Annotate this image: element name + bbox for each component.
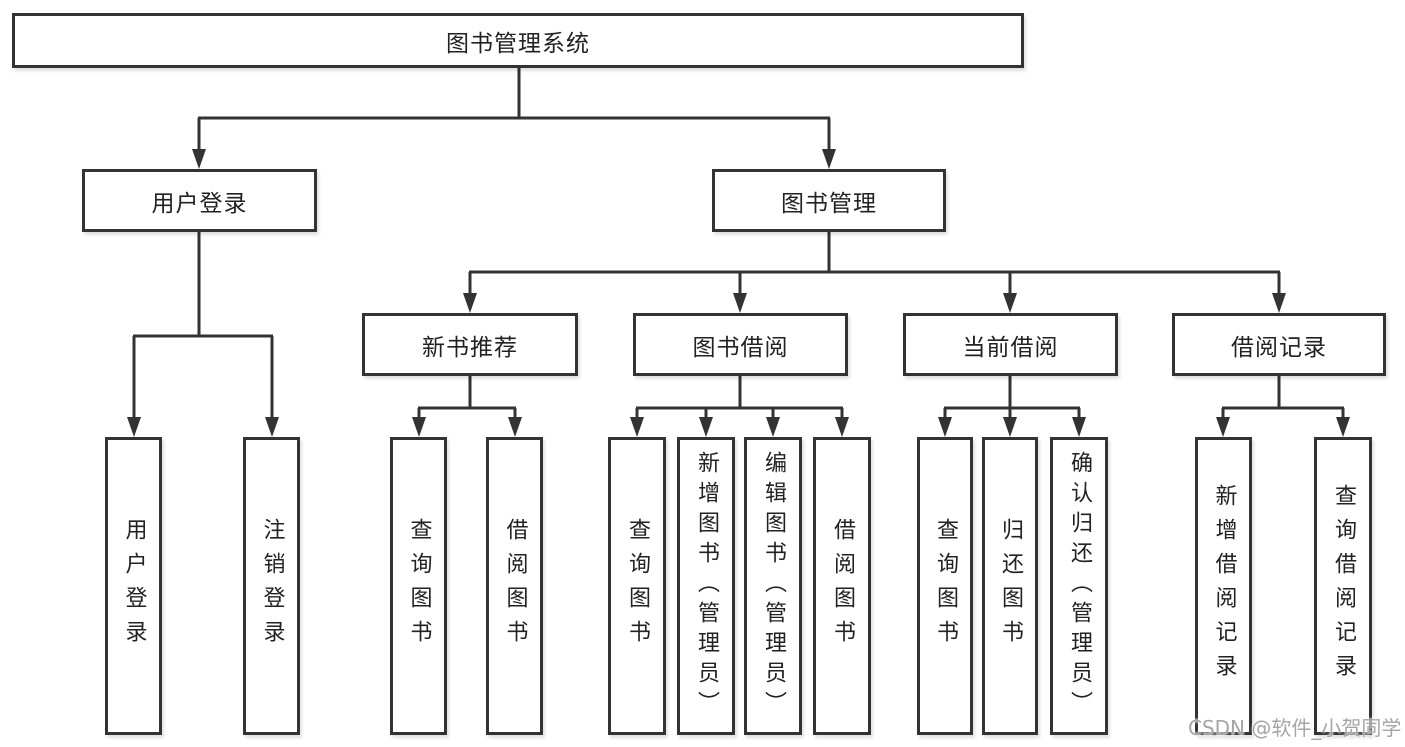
leaf-confirm-return-admin-label: 确认归还（管理员） [1067, 451, 1092, 721]
node-book-management: 图书管理 [712, 169, 946, 232]
leaf-newbook-query-book-label: 查询图书 [406, 518, 432, 654]
leaf-add-borrow-record-label: 新增借阅记录 [1211, 484, 1237, 688]
csdn-watermark: CSDN @软件_小贺同学 [1188, 716, 1402, 740]
leaf-add-book-admin-label: 新增图书（管理员） [694, 451, 719, 721]
leaf-logout: 注销登录 [243, 437, 300, 735]
leaf-edit-book-admin-label: 编辑图书（管理员） [761, 451, 786, 721]
node-current-borrow: 当前借阅 [903, 313, 1118, 376]
leaf-current-query-book: 查询图书 [917, 437, 973, 735]
node-new-book-recommend-label: 新书推荐 [422, 334, 518, 361]
leaf-newbook-borrow-book-label: 借阅图书 [502, 518, 528, 654]
leaf-borrow-borrow-book: 借阅图书 [813, 437, 871, 735]
node-new-book-recommend: 新书推荐 [362, 313, 578, 376]
node-current-borrow-label: 当前借阅 [962, 334, 1059, 361]
node-root: 图书管理系统 [12, 13, 1024, 68]
leaf-query-borrow-record-label: 查询借阅记录 [1331, 484, 1356, 688]
node-book-management-label: 图书管理 [781, 190, 877, 217]
node-root-label: 图书管理系统 [446, 30, 590, 57]
leaf-current-query-book-label: 查询图书 [933, 518, 958, 654]
leaf-newbook-query-book: 查询图书 [390, 437, 447, 735]
node-book-borrow: 图书借阅 [633, 313, 848, 376]
node-borrow-record-label: 借阅记录 [1231, 334, 1327, 361]
leaf-borrow-borrow-book-label: 借阅图书 [830, 518, 855, 654]
leaf-add-borrow-record: 新增借阅记录 [1195, 437, 1252, 735]
leaf-logout-label: 注销登录 [259, 518, 285, 654]
leaf-user-login-label: 用户登录 [121, 518, 147, 654]
arrowheads [127, 149, 1350, 437]
leaf-newbook-borrow-book: 借阅图书 [486, 437, 543, 735]
leaf-return-book: 归还图书 [982, 437, 1038, 735]
node-book-borrow-label: 图书借阅 [692, 334, 789, 361]
leaf-borrow-query-book: 查询图书 [608, 437, 666, 735]
leaf-add-book-admin: 新增图书（管理员） [677, 437, 735, 735]
node-user-login-label: 用户登录 [151, 190, 248, 217]
leaf-borrow-query-book-label: 查询图书 [625, 518, 650, 654]
node-borrow-record: 借阅记录 [1172, 313, 1386, 376]
leaf-query-borrow-record: 查询借阅记录 [1314, 437, 1372, 735]
leaf-confirm-return-admin: 确认归还（管理员） [1050, 437, 1108, 735]
node-user-login: 用户登录 [82, 169, 317, 232]
leaf-user-login: 用户登录 [105, 437, 162, 735]
leaf-edit-book-admin: 编辑图书（管理员） [744, 437, 802, 735]
leaf-return-book-label: 归还图书 [998, 518, 1023, 654]
